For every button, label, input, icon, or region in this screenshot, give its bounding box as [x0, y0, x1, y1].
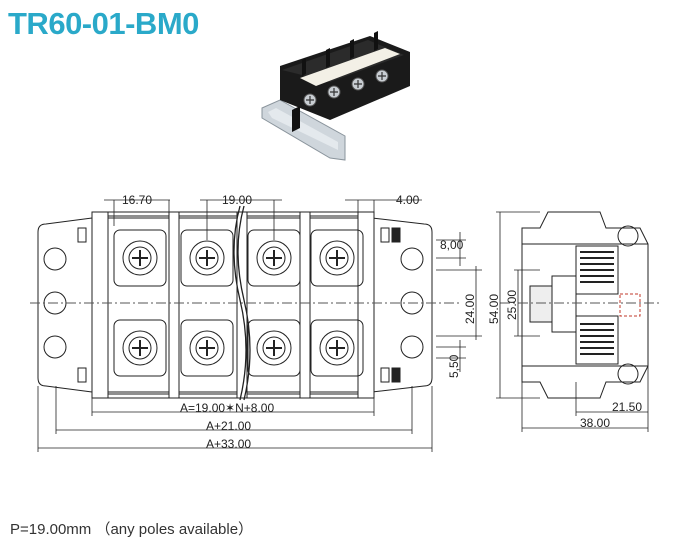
side-dimensions	[496, 211, 649, 432]
product-photo	[261, 31, 410, 161]
product-title: TR60-01-BM0	[8, 6, 199, 41]
lower-terminals	[113, 319, 364, 377]
pitch-note: P=19.00mm （any poles available）	[10, 521, 254, 538]
dim-a-plus-21: A+21.00	[206, 419, 251, 433]
front-dimension-labels: 16.70 19.00 4.00 8,00 24.00 5,50 A=19.00…	[122, 193, 477, 451]
side-view	[500, 211, 660, 399]
dim-16-70: 16.70	[122, 193, 152, 207]
dim-4-00: 4.00	[396, 193, 420, 207]
side-dimension-labels: 54.00 25.00 21.50 38.00	[487, 290, 642, 430]
dim-54-00: 54.00	[487, 294, 501, 324]
front-dimensions	[37, 199, 482, 452]
front-view	[30, 205, 460, 401]
dim-38-00: 38.00	[580, 416, 610, 430]
dim-5-50: 5,50	[447, 354, 461, 378]
dim-19-00: 19.00	[222, 193, 252, 207]
dim-25-00: 25.00	[505, 290, 519, 320]
upper-terminals	[113, 229, 364, 287]
dim-24-00: 24.00	[463, 294, 477, 324]
dim-a-plus-33: A+33.00	[206, 437, 251, 451]
dim-a-formula: A=19.00✶N+8.00	[180, 401, 274, 415]
dim-8-00: 8,00	[440, 238, 464, 252]
dim-21-50: 21.50	[612, 400, 642, 414]
